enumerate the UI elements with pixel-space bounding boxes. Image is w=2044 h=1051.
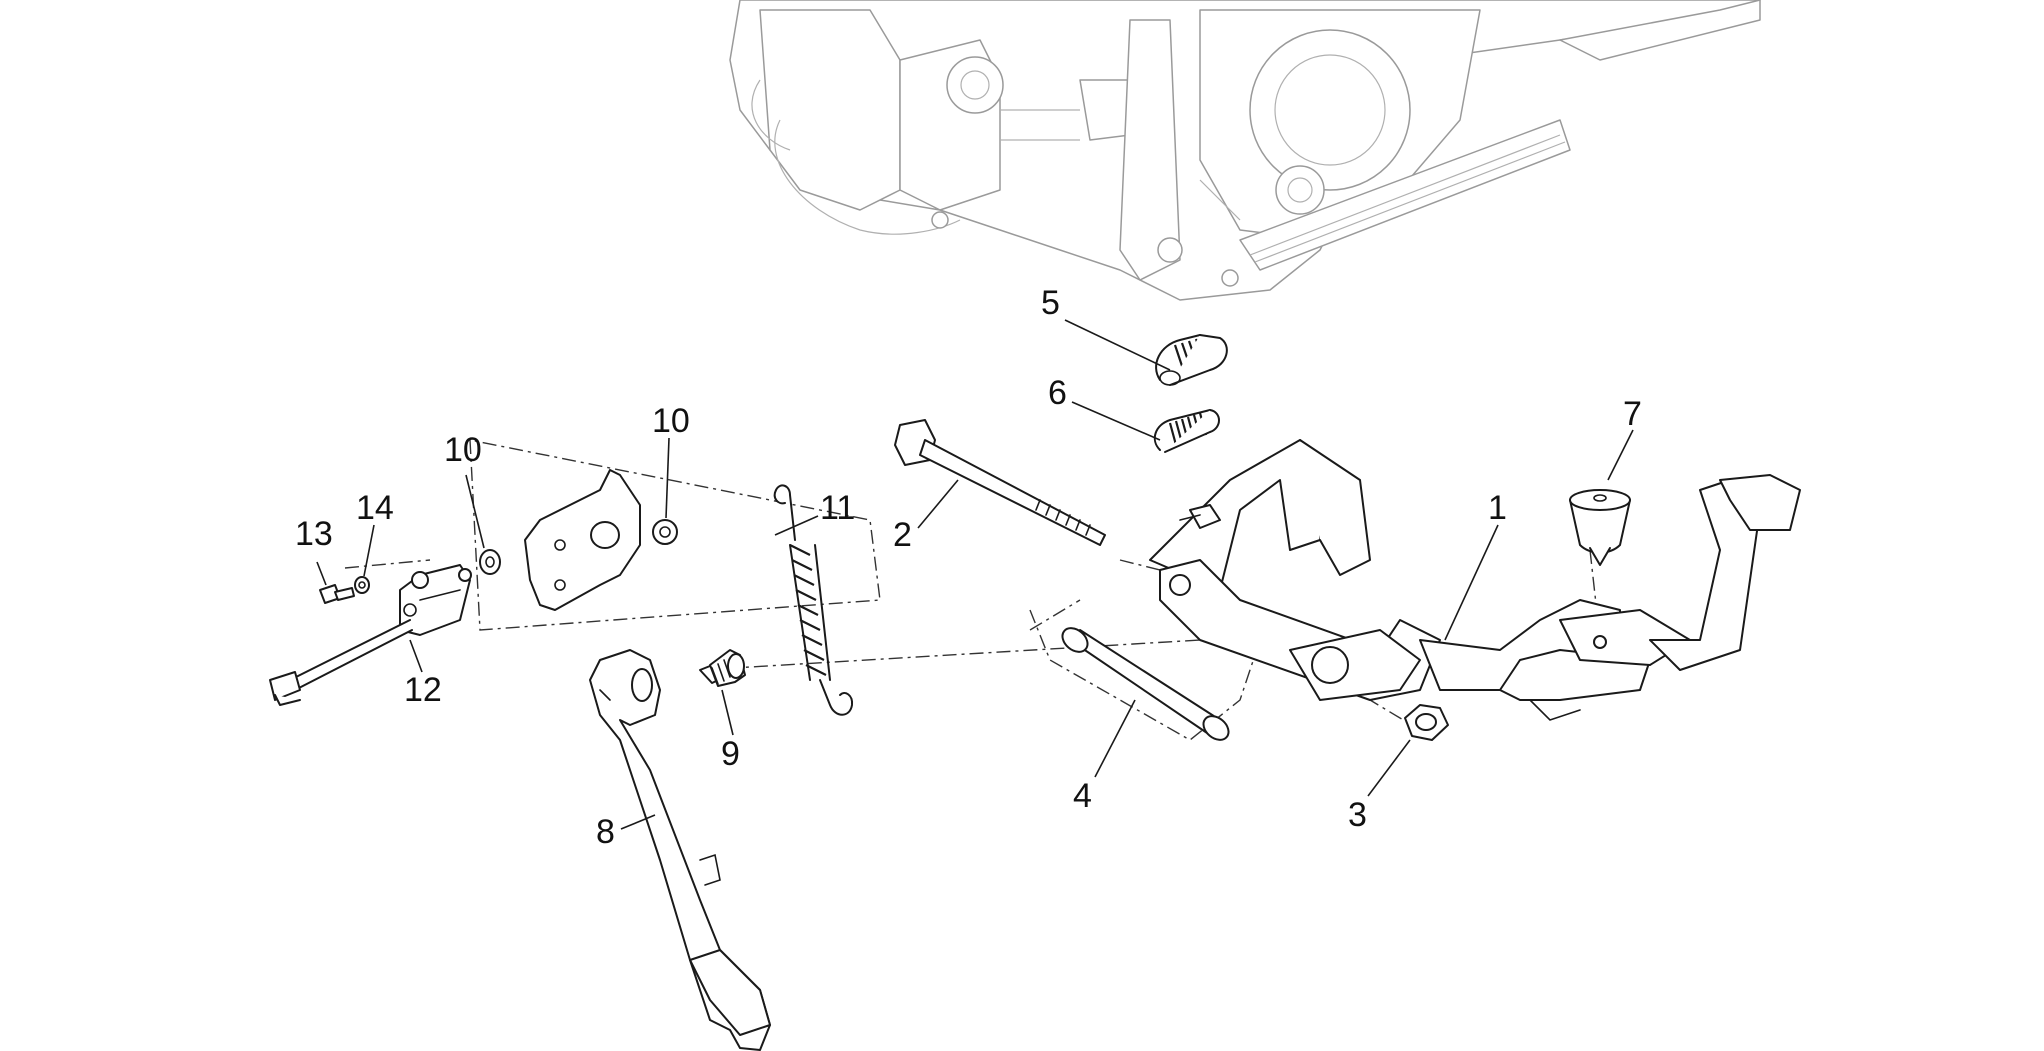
part-rubber-buffer bbox=[1569, 489, 1631, 566]
callout-3: 3 bbox=[1348, 796, 1367, 834]
callout-7: 7 bbox=[1623, 395, 1642, 433]
part-mounting-bracket bbox=[524, 469, 641, 611]
callout-9: 9 bbox=[721, 735, 740, 773]
callout-12: 12 bbox=[404, 671, 442, 709]
part-side-stand bbox=[589, 649, 771, 1051]
callout-11: 11 bbox=[820, 489, 855, 527]
callout-14: 14 bbox=[356, 489, 394, 527]
part-stand-switch bbox=[269, 564, 472, 706]
part-washer-left bbox=[479, 549, 501, 575]
callout-13: 13 bbox=[295, 515, 333, 553]
part-small-washer bbox=[354, 576, 370, 594]
part-pivot-pin bbox=[699, 649, 746, 687]
callout-1: 1 bbox=[1488, 489, 1507, 527]
callout-4: 4 bbox=[1073, 777, 1092, 815]
part-screw bbox=[319, 584, 355, 604]
part-centre-stand bbox=[1149, 439, 1801, 721]
leader-lines bbox=[316, 319, 1634, 830]
part-spring-lower bbox=[1153, 409, 1220, 453]
part-nut bbox=[1404, 704, 1449, 741]
part-spring-upper bbox=[1155, 334, 1228, 386]
callout-labels: 1 2 3 4 5 6 7 8 9 10 10 11 12 13 14 bbox=[295, 284, 1642, 851]
callout-10-left: 10 bbox=[444, 431, 482, 469]
part-pivot-bolt bbox=[894, 419, 1106, 546]
callout-2: 2 bbox=[893, 516, 912, 554]
callout-5: 5 bbox=[1041, 284, 1060, 322]
callout-10-right: 10 bbox=[652, 402, 690, 440]
part-stand-spring bbox=[773, 484, 854, 716]
engine-outline bbox=[729, 0, 1761, 301]
callout-8: 8 bbox=[596, 813, 615, 851]
part-spacer-tube bbox=[1061, 627, 1230, 741]
part-washer-right bbox=[652, 519, 678, 545]
callout-6: 6 bbox=[1048, 374, 1067, 412]
